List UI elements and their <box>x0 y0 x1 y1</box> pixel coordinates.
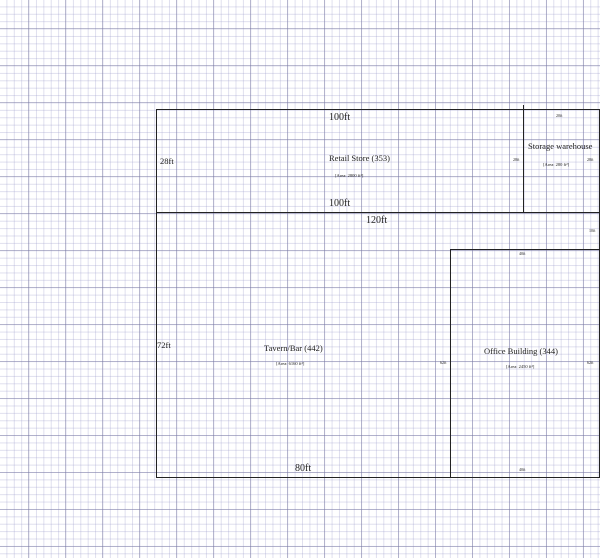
retail-top-dimension: 100ft <box>329 112 351 123</box>
tavern-bottom-dimension: 80ft <box>295 463 312 474</box>
tavern-top-dimension: 120ft <box>366 215 388 226</box>
tavern-bar-area: [Area: 6160 ft²] <box>276 361 305 366</box>
office-building-area: [Area: 2450 ft²] <box>506 364 535 369</box>
office-left-dimension: 62ft <box>440 360 447 365</box>
tavern-bar-label: Tavern/Bar (442) <box>264 343 323 353</box>
storage-divider <box>523 105 524 213</box>
storage-top-dimension: 20ft <box>556 113 563 118</box>
storage-left-dimension: 28ft <box>513 157 520 162</box>
retail-left-dimension: 28ft <box>160 156 174 166</box>
storage-right-dimension: 28ft <box>587 157 594 162</box>
tavern-right-dimension: 10ft <box>589 228 596 233</box>
storage-warehouse-area: [Area: 280 ft²] <box>543 162 570 167</box>
tavern-left-dimension: 72ft <box>157 340 171 350</box>
office-top-dimension: 40ft <box>519 251 526 256</box>
office-bottom-dimension: 40ft <box>519 467 526 472</box>
office-right-dimension: 62ft <box>587 360 594 365</box>
retail-store-label: Retail Store (353) <box>329 153 390 163</box>
office-building-label: Office Building (344) <box>484 346 558 356</box>
storage-warehouse-label: Storage warehouse <box>528 141 593 151</box>
retail-bottom-dimension: 100ft <box>329 198 351 209</box>
retail-store-area: [Area: 2800 ft²] <box>335 173 364 178</box>
